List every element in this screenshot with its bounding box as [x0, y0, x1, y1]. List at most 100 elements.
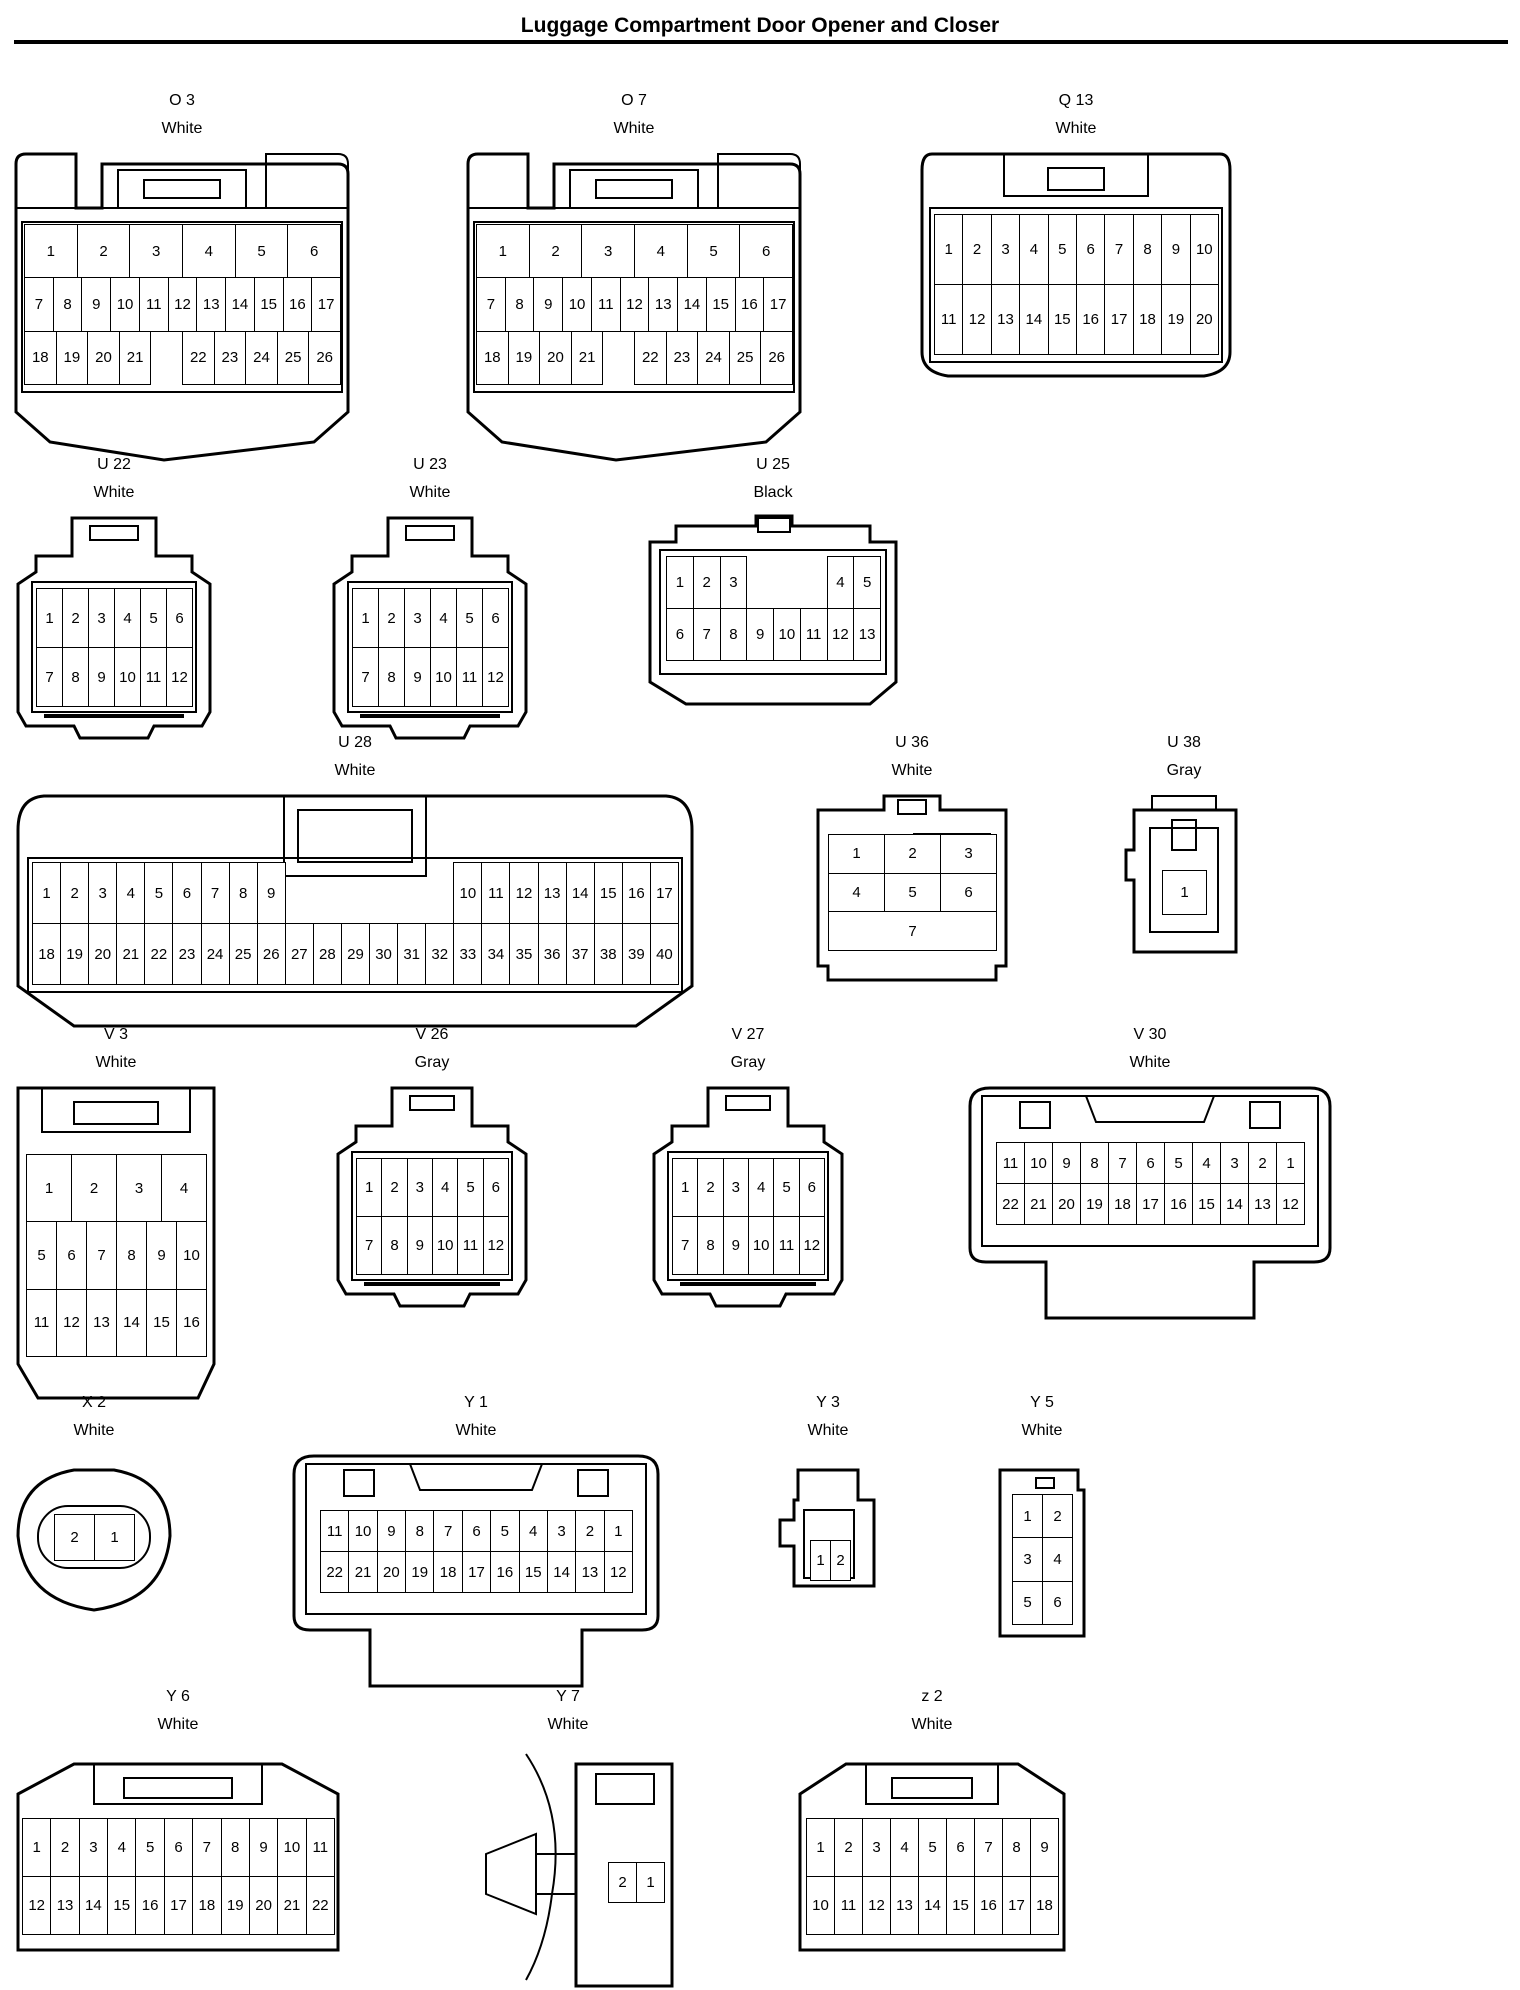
- pin-5: 5: [686, 224, 741, 279]
- pin-15: 15: [593, 862, 623, 924]
- pin-6: 6: [287, 224, 341, 279]
- pin-1: 1: [22, 1818, 52, 1877]
- pin-number: 10: [119, 668, 136, 686]
- pin-number: 8: [1143, 241, 1152, 258]
- pin-number: 15: [1053, 311, 1071, 328]
- pin-number: 15: [952, 1897, 969, 1914]
- pin-number: 14: [85, 1897, 102, 1914]
- pin-14: 14: [677, 277, 707, 332]
- pin-number: 9: [755, 626, 765, 643]
- connector-housing: [16, 1086, 216, 1400]
- pin-number: 5: [37, 1246, 46, 1264]
- pin-number: 3: [1023, 1550, 1032, 1568]
- pin-12: 12: [56, 1288, 87, 1357]
- pin-number: 10: [116, 295, 134, 313]
- pin-3: 3: [1012, 1537, 1043, 1582]
- pin-number: 9: [1040, 1839, 1049, 1856]
- pin-16: 16: [282, 277, 313, 332]
- pin-number: 11: [805, 626, 822, 643]
- pin-10: 10: [453, 862, 483, 924]
- pin-8: 8: [1002, 1818, 1031, 1877]
- pin-number: 24: [253, 349, 270, 367]
- pin-number: 6: [1146, 1154, 1155, 1172]
- pin-number: 10: [752, 1237, 770, 1254]
- pin-number: 9: [267, 884, 276, 902]
- pin-2: 2: [962, 214, 992, 285]
- pin-number: 8: [63, 295, 72, 313]
- pin-number: 1: [110, 1529, 119, 1546]
- pin-13: 13: [1248, 1183, 1277, 1225]
- pin-number: 2: [390, 1179, 399, 1196]
- pin-2: 2: [692, 556, 721, 609]
- pin-number: 1: [498, 242, 507, 260]
- pin-number: 22: [150, 945, 168, 963]
- pin-number: 2: [618, 1874, 627, 1891]
- pin-number: 6: [472, 1522, 481, 1540]
- pin-number: 25: [736, 349, 754, 367]
- pin-number: 20: [95, 349, 112, 367]
- pin-number: 19: [63, 349, 81, 367]
- pin-number: 28: [319, 945, 336, 963]
- pin-7: 7: [476, 277, 506, 332]
- pin-number: 2: [844, 1839, 853, 1856]
- pin-9: 9: [146, 1221, 177, 1290]
- pin-number: 11: [312, 1839, 329, 1856]
- pin-number: 8: [390, 1237, 399, 1254]
- pin-24: 24: [200, 923, 230, 985]
- pin-22: 22: [182, 330, 215, 385]
- pin-number: 7: [97, 1246, 106, 1264]
- pin-1: 1: [810, 1540, 831, 1581]
- pin-number: 22: [311, 1897, 329, 1914]
- pin-11: 11: [305, 1818, 335, 1877]
- pin-number: 23: [673, 349, 691, 367]
- pin-number: 1: [361, 609, 370, 627]
- pin-5: 5: [853, 556, 881, 609]
- pin-9: 9: [376, 1510, 407, 1552]
- pin-number: 34: [487, 945, 505, 963]
- pin-number: 3: [872, 1839, 881, 1856]
- pin-number: 6: [182, 884, 192, 902]
- pin-1: 1: [26, 1154, 72, 1223]
- pin-number: 16: [980, 1897, 997, 1914]
- pin-1: 1: [476, 224, 530, 279]
- pin-number: 10: [812, 1897, 829, 1914]
- pin-number: 1: [45, 609, 54, 627]
- pin-number: 19: [1167, 311, 1185, 328]
- pin-8: 8: [1080, 1142, 1109, 1184]
- pin-22: 22: [144, 923, 174, 985]
- connector-housing: [336, 1086, 528, 1308]
- pin-number: 15: [712, 295, 730, 313]
- pin-3: 3: [719, 556, 748, 609]
- pin-2: 2: [378, 588, 405, 648]
- pin-number: 5: [465, 609, 474, 627]
- pin-number: 11: [145, 295, 162, 313]
- pin-number: 17: [1110, 311, 1128, 328]
- pin-number: 18: [198, 1897, 216, 1914]
- connector-id-label: U 23: [413, 456, 447, 473]
- connector-color-label: White: [93, 484, 135, 501]
- pin-number: 18: [483, 349, 501, 367]
- pin-number: 20: [1195, 311, 1213, 328]
- connector-color-label: White: [1021, 1422, 1063, 1439]
- pin-11: 11: [934, 284, 964, 355]
- pin-8: 8: [504, 277, 535, 332]
- pin-number: 5: [1023, 1594, 1032, 1612]
- pin-8: 8: [220, 1818, 250, 1877]
- pin-7: 7: [672, 1216, 699, 1275]
- pin-number: 12: [868, 1897, 885, 1914]
- pin-number: 2: [908, 845, 917, 863]
- pin-number: 13: [56, 1897, 74, 1914]
- pin-number: 3: [98, 884, 107, 902]
- pin-number: 11: [33, 1314, 50, 1332]
- pin-number: 7: [702, 626, 711, 643]
- pin-number: 6: [675, 626, 685, 643]
- pin-19: 19: [60, 923, 90, 985]
- pin-number: 15: [153, 1314, 170, 1332]
- pin-8: 8: [228, 862, 258, 924]
